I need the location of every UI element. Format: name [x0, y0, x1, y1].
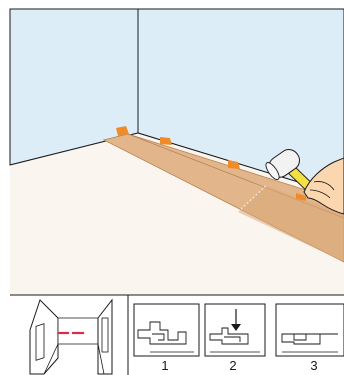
- room-back-wall: [57, 317, 99, 345]
- spacer-wedge-4: [296, 193, 306, 201]
- room-overview-icon: [29, 298, 113, 375]
- step-2-arrow-head: [231, 324, 241, 331]
- step-panel-2: [204, 303, 266, 357]
- room-left-door: [35, 323, 45, 361]
- step-panel-2-frame: [204, 303, 266, 357]
- step-number-3: 3: [310, 358, 318, 373]
- spacer-wedge-2: [160, 137, 172, 145]
- room-right-wall: [97, 298, 113, 375]
- floor-plank-shadow: [238, 186, 344, 262]
- spacer-wedge-1: [116, 126, 129, 136]
- hand-shape: [303, 157, 344, 215]
- step-panels: [133, 303, 344, 357]
- step-2-tongue: [224, 336, 241, 342]
- plank-joint-icon: [209, 327, 249, 345]
- step-panel-3: [275, 303, 344, 357]
- step-panel-1: [133, 303, 200, 357]
- floor: [10, 133, 344, 295]
- hand-finger-line-1: [313, 181, 335, 191]
- room-right-door: [101, 317, 109, 353]
- step-1-tongue: [152, 333, 165, 341]
- plank-joint-icon: [137, 321, 187, 345]
- step-panel-3-frame: [275, 303, 344, 357]
- room-floor-line-left: [43, 343, 59, 375]
- step-number-2: 2: [229, 358, 237, 373]
- room-floor-line-right: [97, 343, 105, 375]
- room-scene: [9, 8, 344, 295]
- hand-finger-line-2: [309, 189, 331, 199]
- mallet-face: [265, 162, 280, 180]
- hand-icon: [303, 157, 344, 215]
- spacer-wedge-3: [228, 160, 240, 169]
- step-number-1: 1: [161, 358, 169, 373]
